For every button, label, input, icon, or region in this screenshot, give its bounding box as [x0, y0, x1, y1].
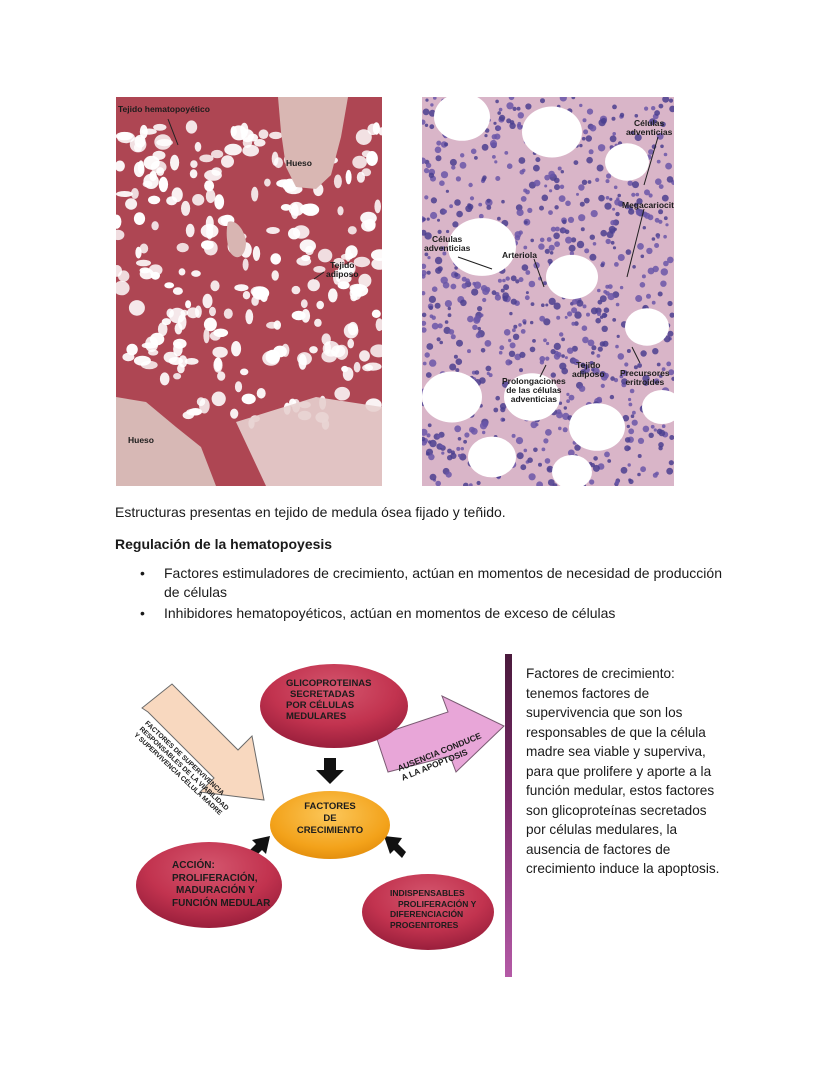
label-bone-bottom: Hueso [128, 435, 154, 445]
indispensable-oval-shape [362, 874, 494, 950]
survival-factors-arrow [141, 683, 265, 801]
growth-factors-explanation: Factores de crecimiento: tenemos factore… [526, 666, 720, 876]
label-arteriole: Arteriola [502, 250, 537, 260]
label-adventitial-prolongations: Prolongaciones de las células adventicia… [502, 376, 566, 404]
bullet-item: Inhibidores hematopoyéticos, actúan en m… [140, 604, 730, 623]
histology-texture-left [116, 97, 382, 486]
label-bone-top: Hueso [286, 158, 312, 168]
adipocyte-vacuoles [116, 120, 382, 430]
growth-factors-diagram: FACTORES DE SUPERVIVENCIA RESPONSABLES D… [130, 650, 505, 970]
vertical-divider-bar [505, 654, 512, 977]
figure-caption: Estructuras presentas en tejido de medul… [115, 504, 506, 520]
glycoproteins-node: GLICOPROTEINAS SECRETADAS POR CÉLULAS ME… [286, 678, 372, 722]
down-arrow [316, 758, 344, 784]
action-oval-shape [136, 842, 282, 928]
bone-marrow-low-magnification-image: Tejido hematopoyético Hueso Tejido adipo… [116, 97, 382, 486]
bone-bottom-region [116, 397, 216, 486]
histology-texture-right [422, 97, 674, 486]
label-erythroid-precursors: Precursores eritroides [620, 368, 670, 387]
bone-top-region [278, 97, 348, 189]
label-adventitial-cells-top: Células adventicias [626, 118, 673, 137]
section-heading: Regulación de la hematopoyesis [115, 536, 333, 552]
up-left-arrow [384, 836, 406, 858]
label-megakaryocyte: Megacariocito [622, 200, 674, 210]
bullet-item: Factores estimuladores de crecimiento, a… [140, 564, 730, 602]
regulation-bullet-list: Factores estimuladores de crecimiento, a… [140, 564, 730, 625]
label-adipose-left: Tejido adiposo [326, 260, 359, 279]
label-hematopoietic-tissue: Tejido hematopoyético [118, 104, 210, 114]
fat-cells [422, 97, 674, 486]
growth-factors-node: FACTORES DE CRECIMIENTO [296, 801, 364, 836]
indispensable-node: INDISPENSABLES PROLIFERACIÓN Y DIFERENCI… [390, 888, 477, 930]
diagram-arrows [136, 664, 505, 950]
glyco-oval-shape [260, 664, 408, 748]
center-oval-shape [270, 791, 390, 859]
action-node: ACCIÓN: PROLIFERACIÓN, MADURACIÓN Y FUNC… [172, 860, 271, 909]
label-adventitial-cells-left: Células adventicias [424, 234, 471, 253]
bone-marrow-high-magnification-image: Células adventicias Megacariocito Célula… [422, 97, 674, 486]
label-adipose-right: Tejido adiposo [572, 360, 605, 379]
